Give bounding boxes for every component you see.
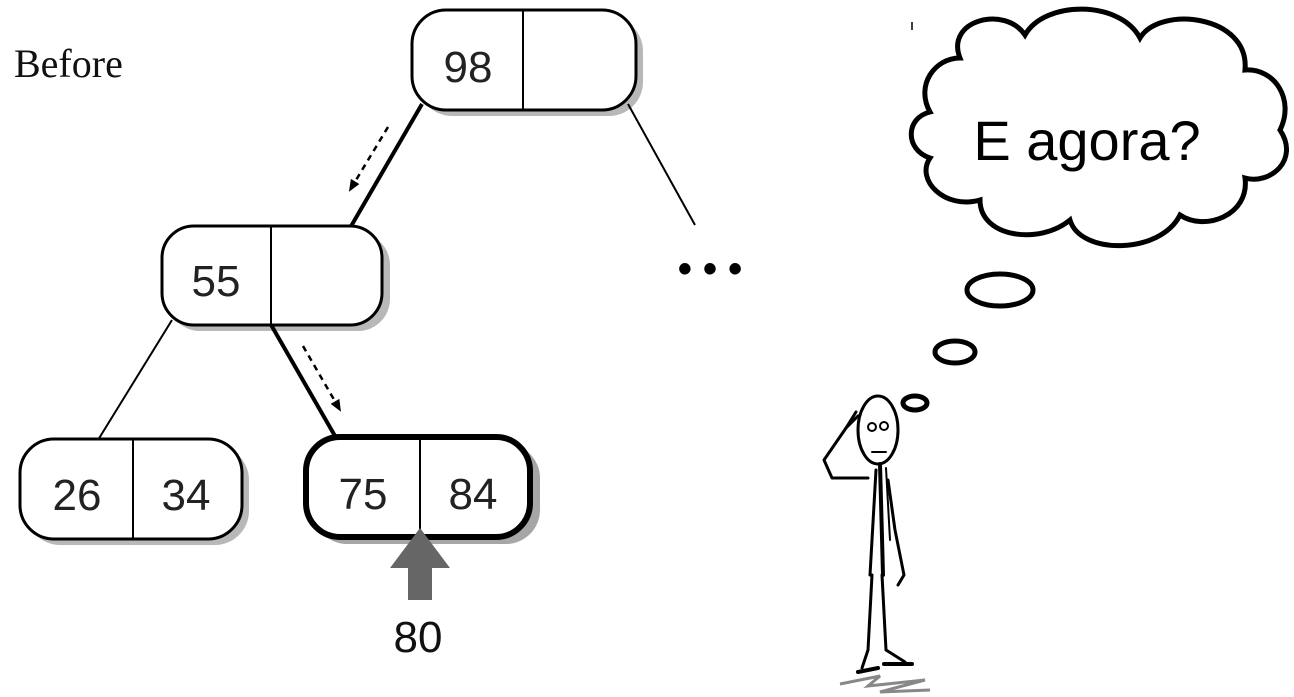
node-root-left-key: 98 xyxy=(444,43,493,92)
ground-shadow xyxy=(839,674,931,694)
insert-value: 80 xyxy=(394,613,443,662)
edge-mid-to-leaf-left xyxy=(97,319,173,441)
thought-bubble-large xyxy=(964,271,1036,309)
node-root: 98 xyxy=(410,8,643,116)
edge-root-to-right xyxy=(627,103,696,226)
thought-cloud: E agora? xyxy=(908,6,1289,249)
thinking-stick-figure xyxy=(822,394,914,674)
thought-bubble-medium xyxy=(932,338,978,366)
node-leaf-right-right-key: 84 xyxy=(449,470,498,519)
edge-root-to-mid xyxy=(348,102,424,230)
edge-mid-to-leaf-right xyxy=(268,322,337,437)
omitted-subtree-ellipsis: • • • xyxy=(678,247,742,291)
diagram-title: Before xyxy=(14,41,123,86)
node-leaf-left: 26 34 xyxy=(18,437,249,545)
node-mid: 55 xyxy=(160,224,390,331)
tree-edges xyxy=(97,102,696,441)
node-leaf-left-right-key: 34 xyxy=(162,471,211,520)
search-path-arrows xyxy=(301,126,390,412)
node-leaf-right: 75 84 xyxy=(303,434,540,544)
dashed-arrow-mid-to-leaf xyxy=(301,345,342,412)
thought-text: E agora? xyxy=(973,109,1200,172)
insert-arrow-icon xyxy=(390,528,450,600)
thought-bubble-small xyxy=(900,393,930,413)
node-leaf-left-left-key: 26 xyxy=(53,471,102,520)
node-leaf-right-left-key: 75 xyxy=(339,470,388,519)
node-mid-left-key: 55 xyxy=(192,257,241,306)
dashed-arrow-root-to-mid xyxy=(348,126,390,192)
